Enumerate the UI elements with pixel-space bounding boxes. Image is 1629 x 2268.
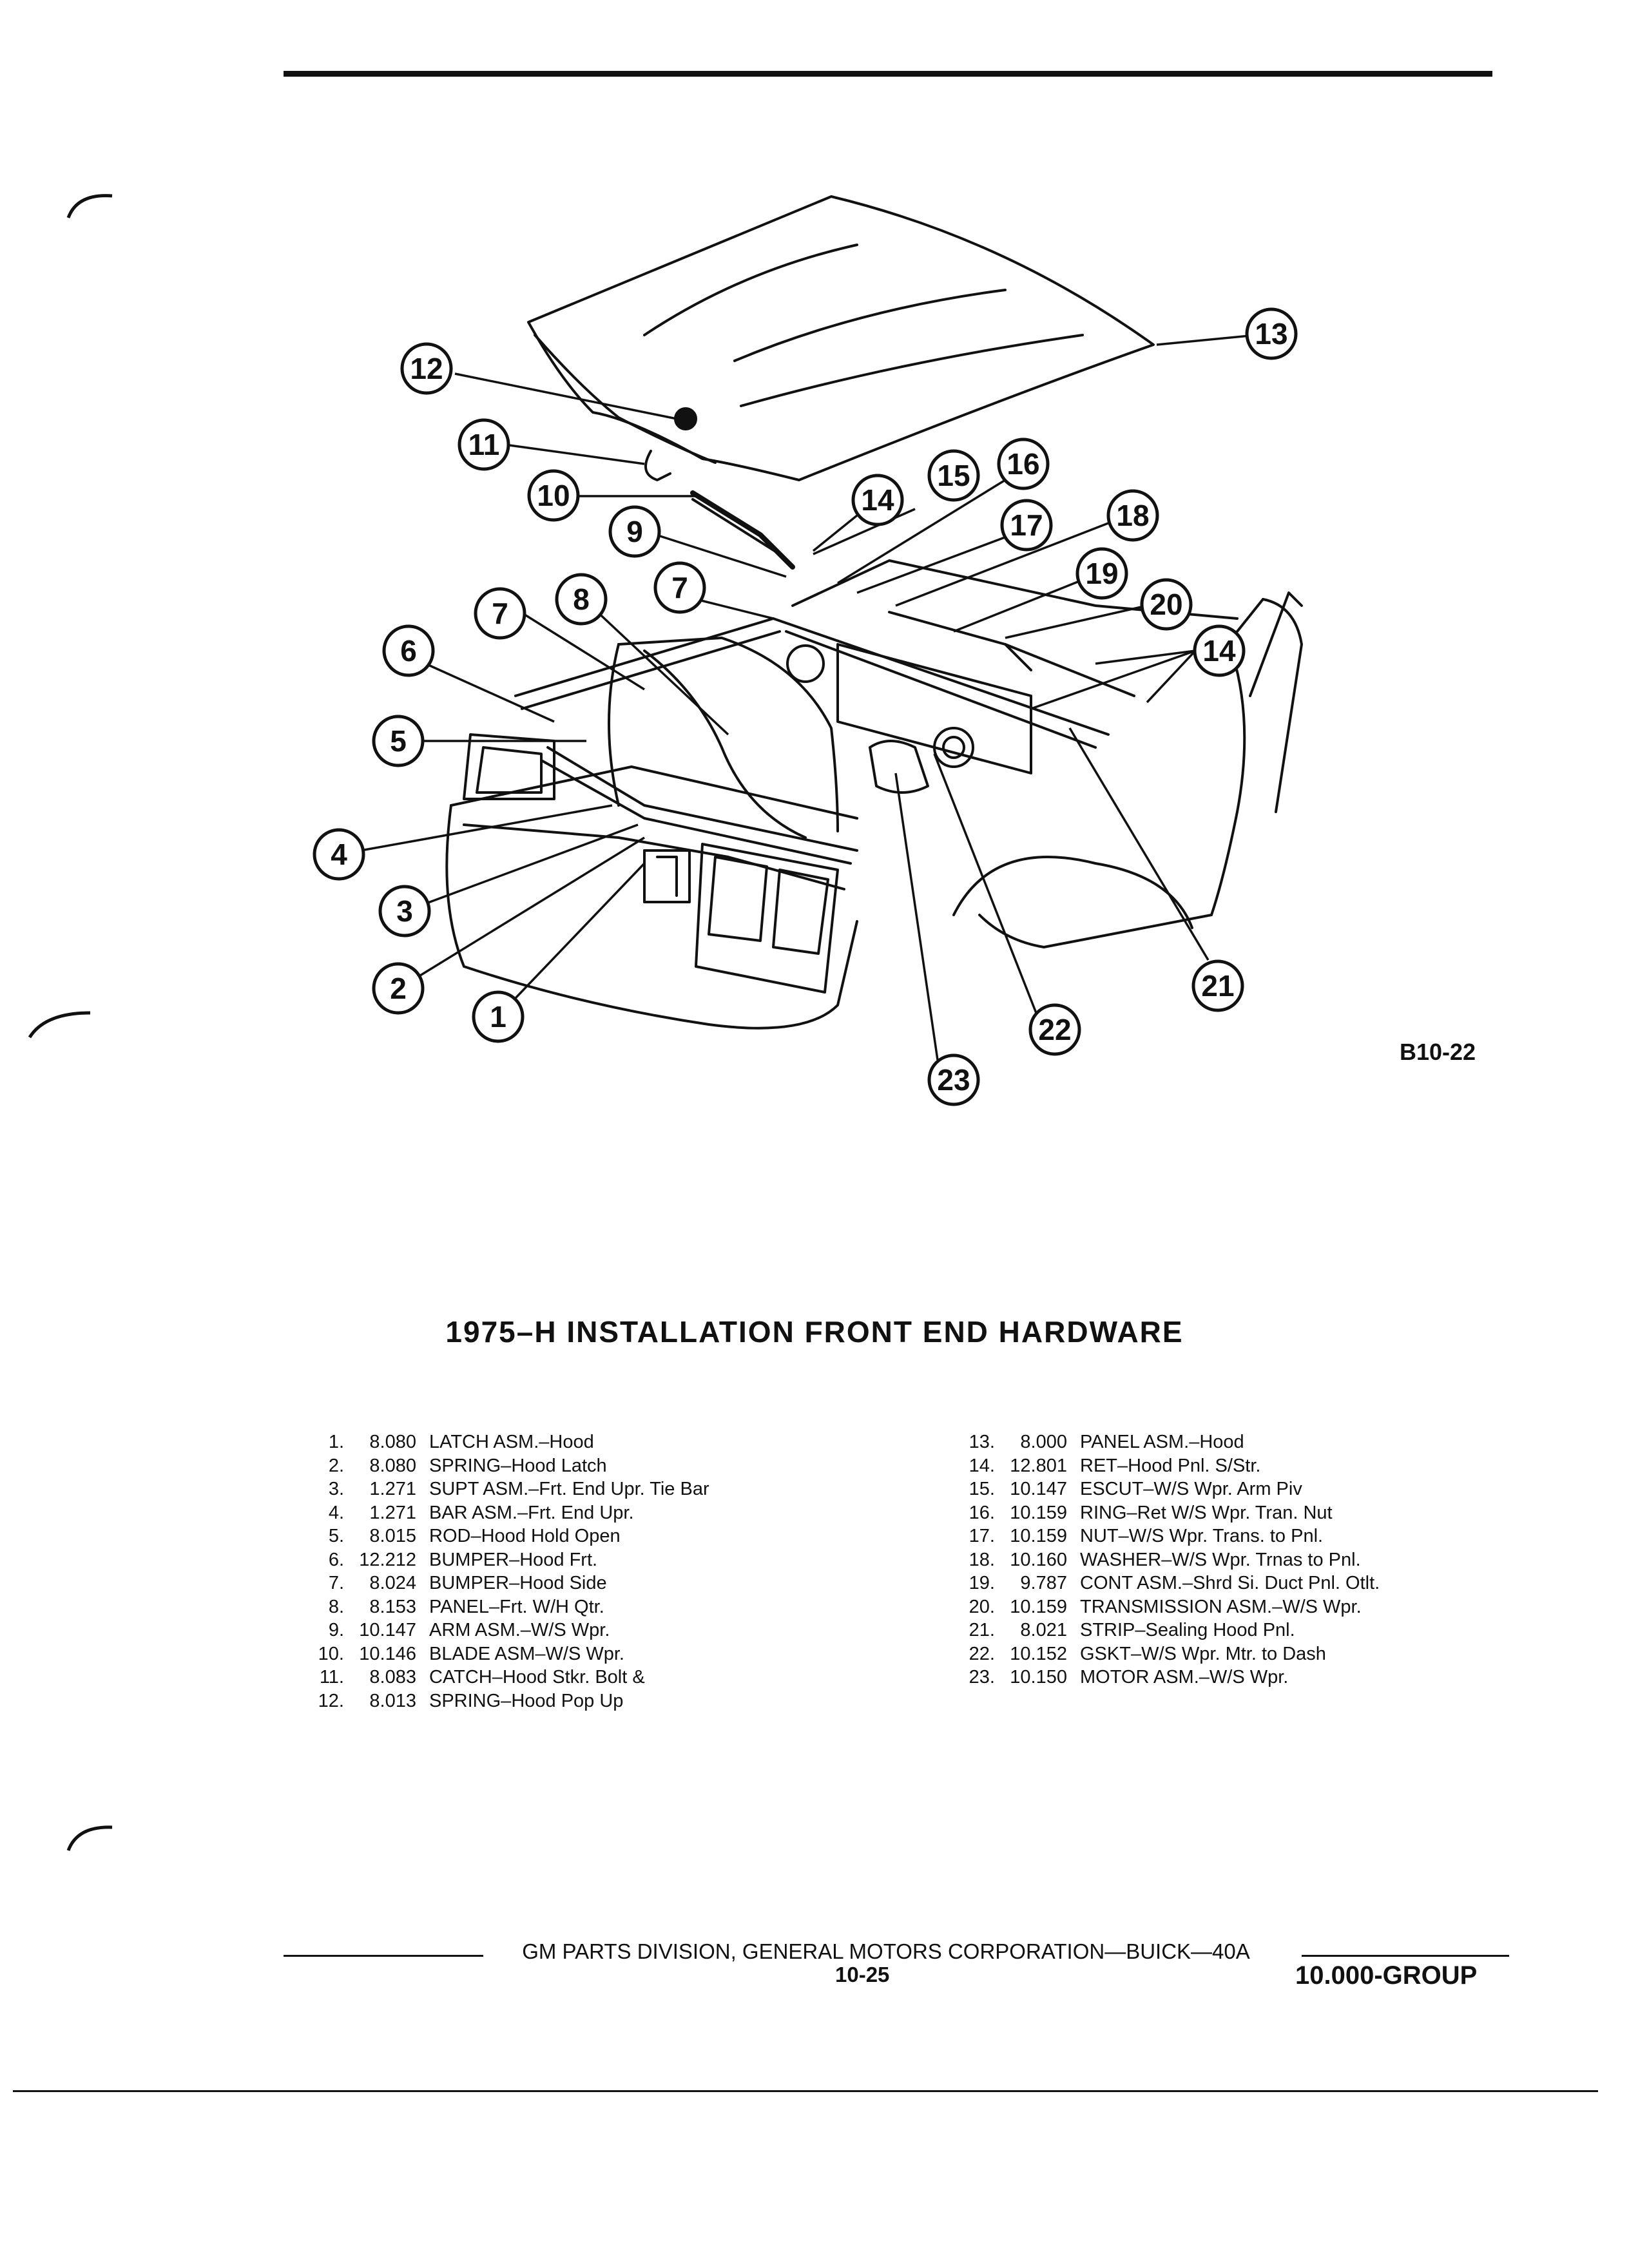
callout-13: 13: [1245, 307, 1298, 360]
callout-10: 10: [527, 469, 580, 522]
svg-text:12: 12: [410, 352, 443, 385]
callout-22: 22: [1028, 1003, 1081, 1056]
callout-7b: 7: [653, 561, 706, 614]
callout-3: 3: [378, 885, 431, 937]
callout-16: 16: [997, 437, 1050, 490]
callout-21: 21: [1191, 959, 1244, 1012]
binder-mark: [66, 194, 113, 218]
svg-text:20: 20: [1150, 588, 1182, 621]
svg-text:10: 10: [537, 479, 570, 512]
callout-1: 1: [472, 990, 525, 1043]
svg-text:15: 15: [937, 459, 970, 492]
callout-19: 19: [1075, 547, 1128, 600]
svg-text:14: 14: [1202, 634, 1236, 668]
figure-label: B10-22: [1400, 1039, 1476, 1065]
callout-18: 18: [1106, 489, 1159, 542]
callout-6: 6: [382, 624, 435, 677]
group-number: 10.000-GROUP: [1295, 1961, 1478, 1990]
svg-text:7: 7: [492, 597, 508, 630]
front-end-exploded-diagram: 12 11 10 9 13 14 15 16 17 18 19 20 14 7 …: [313, 195, 1303, 1106]
footer-rule-left: [284, 1955, 483, 1957]
svg-text:17: 17: [1010, 508, 1043, 542]
svg-text:21: 21: [1201, 969, 1234, 1003]
svg-text:7: 7: [671, 571, 688, 604]
svg-text:22: 22: [1038, 1013, 1071, 1046]
callout-7: 7: [474, 587, 526, 640]
callout-12: 12: [400, 342, 453, 395]
page-number: 10-25: [835, 1963, 890, 1986]
car-front-end-drawing: [445, 195, 1303, 1030]
top-rule: [284, 71, 1492, 77]
svg-text:1: 1: [490, 1000, 506, 1033]
svg-text:5: 5: [390, 724, 407, 758]
callout-9: 9: [608, 505, 661, 558]
callout-2: 2: [372, 962, 425, 1015]
svg-text:14: 14: [861, 483, 894, 517]
callout-5: 5: [372, 715, 425, 767]
svg-text:18: 18: [1116, 499, 1149, 532]
callout-14: 14: [851, 474, 904, 526]
callout-8: 8: [555, 573, 608, 626]
page-title: 1975–H INSTALLATION FRONT END HARDWARE: [445, 1315, 1184, 1349]
svg-text:9: 9: [626, 515, 643, 548]
binder-mark: [66, 1825, 113, 1851]
bottom-rule: [13, 2090, 1598, 2092]
callout-15: 15: [927, 449, 980, 502]
callout-20: 20: [1140, 578, 1193, 631]
svg-text:19: 19: [1085, 557, 1118, 590]
svg-text:3: 3: [396, 894, 413, 928]
svg-text:13: 13: [1255, 317, 1287, 351]
callout-11: 11: [458, 418, 510, 471]
binder-mark: [28, 1011, 91, 1039]
svg-text:4: 4: [331, 838, 347, 871]
callout-14b: 14: [1193, 624, 1246, 677]
callout-4: 4: [313, 828, 365, 881]
leader-lines: [360, 334, 1257, 1061]
svg-text:6: 6: [400, 634, 417, 668]
footer-rule-right: [1302, 1955, 1509, 1957]
svg-text:23: 23: [937, 1063, 970, 1097]
footer-publisher: GM PARTS DIVISION, GENERAL MOTORS CORPOR…: [522, 1939, 1250, 1963]
callout-23: 23: [927, 1053, 980, 1106]
svg-text:16: 16: [1007, 447, 1039, 481]
svg-text:2: 2: [390, 972, 407, 1005]
callout-17: 17: [1000, 499, 1053, 552]
svg-text:8: 8: [573, 582, 590, 616]
callouts: 12 11 10 9 13 14 15 16 17 18 19 20 14 7 …: [313, 307, 1298, 1106]
svg-text:11: 11: [468, 428, 500, 461]
